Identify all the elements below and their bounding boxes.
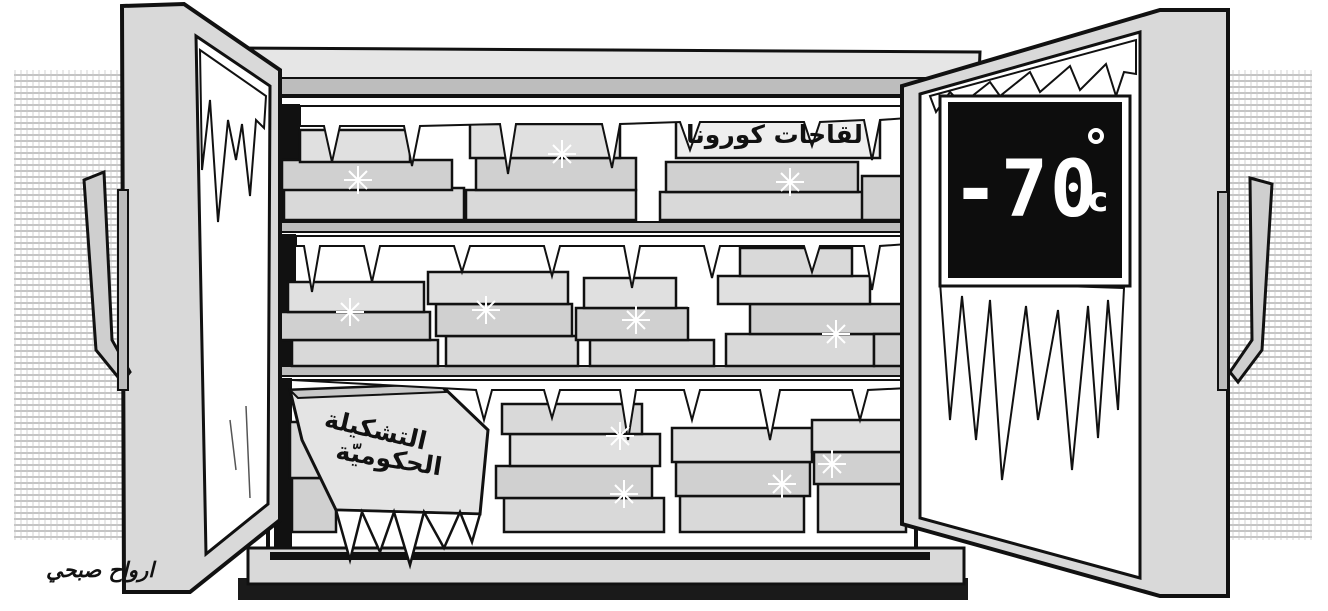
temperature-readout: -70 <box>952 145 1099 235</box>
artist-signature: ارواح صبحي <box>46 558 155 582</box>
left-door-handle <box>82 169 132 391</box>
degree-icon <box>1088 128 1104 144</box>
left-freezer-door <box>119 1 282 594</box>
wall-texture-right <box>1228 70 1312 540</box>
temperature-display <box>938 94 1132 288</box>
vaccine-boxes-bottom-shelf <box>288 402 908 534</box>
temperature-unit: c <box>1088 180 1109 220</box>
vaccine-box-label: لقاحات كورونا <box>686 120 863 149</box>
frost-drips <box>291 105 909 441</box>
government-box <box>287 382 490 570</box>
frost-sparkles <box>336 140 850 508</box>
right-door-handle <box>1217 176 1274 391</box>
